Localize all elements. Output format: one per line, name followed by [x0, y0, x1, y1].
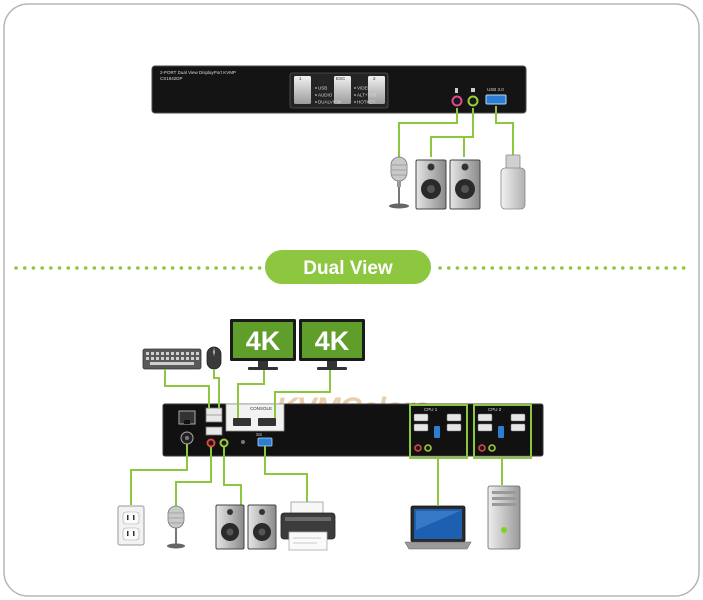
- monitor-right-label: 4K: [315, 326, 350, 356]
- front-speaker-jack: [467, 95, 479, 107]
- rear-connection-lines: [130, 369, 503, 506]
- console-dp2-port: [258, 418, 276, 426]
- laptop-icon: [404, 505, 472, 550]
- keyboard-icon: [142, 348, 202, 370]
- monitor-right-icon: 4K: [299, 319, 365, 370]
- port-2-button: [368, 76, 385, 104]
- console-dp1-port: [233, 418, 251, 426]
- rear-usb3-port: [257, 437, 273, 447]
- kvm-rear-panel: CONSOLE SS CPU 1 CPU 2: [162, 403, 544, 459]
- led-audio-label: AUDIO: [318, 93, 333, 98]
- front-mic-jack: [451, 95, 463, 107]
- usb-drive-icon: [500, 154, 526, 210]
- console-mic-jack: [206, 438, 216, 448]
- cpu2-port-group: CPU 2: [473, 404, 532, 459]
- microphone-icon: [167, 505, 185, 549]
- port-1-button: [294, 76, 311, 104]
- monitor-left-icon: 4K: [230, 319, 296, 370]
- speaker-left-icon: [215, 504, 245, 550]
- front-panel-sub-text: CS1942DP: [160, 76, 183, 81]
- monitor-left-label: 4K: [246, 326, 281, 356]
- speaker-left-icon: [415, 159, 447, 210]
- button-esc-label: ESC: [336, 76, 346, 81]
- power-outlet-icon: [117, 505, 145, 546]
- section-divider: Dual View: [14, 250, 692, 284]
- speaker-right-icon: [449, 159, 481, 210]
- rear-ss-label: SS: [256, 432, 262, 437]
- printer-icon: [280, 501, 336, 551]
- led-hotkey-label: HOTKEY: [357, 100, 376, 105]
- desktop-tower-icon: [487, 485, 521, 550]
- rear-cpu1-label: CPU 1: [424, 407, 438, 412]
- rear-console-label: CONSOLE: [250, 406, 272, 411]
- speaker-right-icon: [247, 504, 277, 550]
- microphone-icon: [389, 156, 409, 209]
- front-usb-label: USB 3.0: [487, 87, 504, 92]
- led-usb-label: USB: [318, 86, 327, 91]
- console-speaker-jack: [219, 438, 229, 448]
- led-alttab-label: ALT+TAB: [357, 93, 376, 98]
- led-dualview-label: DUALVIEW: [318, 100, 342, 105]
- front-connection-lines: [398, 106, 514, 160]
- rear-cpu2-label: CPU 2: [488, 407, 502, 412]
- dual-view-label: Dual View: [303, 258, 393, 279]
- mouse-icon: [206, 346, 222, 370]
- button-1-label: 1: [299, 76, 302, 81]
- esc-button: [334, 76, 351, 104]
- front-usb-port: [485, 94, 507, 105]
- dual-view-pill: [265, 250, 431, 284]
- front-panel-model-text: 2-PORT Dual View DisplayPort KVMP: [160, 70, 236, 75]
- button-2-label: 2: [373, 76, 376, 81]
- cpu1-port-group: CPU 1: [409, 404, 468, 459]
- kvm-front-panel: 2-PORT Dual View DisplayPort KVMP CS1942…: [151, 65, 527, 114]
- led-video-label: VIDEO: [357, 86, 372, 91]
